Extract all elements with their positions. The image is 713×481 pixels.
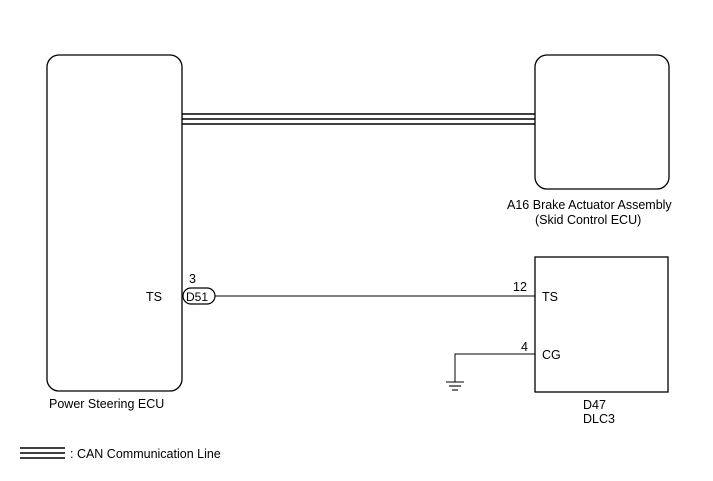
dlc3-pin4-number: 4: [521, 340, 528, 354]
dlc3-pin12-name: TS: [542, 290, 558, 304]
cg-ground-wire: [454, 353, 535, 382]
ecu-pin-ts-label: TS: [146, 290, 162, 304]
legend-can-line-icon: [20, 447, 65, 459]
brake-actuator-name: Brake Actuator Assembly: [532, 198, 672, 212]
brake-actuator-code: A16: [507, 198, 530, 212]
power-steering-ecu-box: [46, 54, 183, 392]
d51-connector-label: D51: [186, 290, 209, 304]
power-steering-ecu-label: Power Steering ECU: [49, 397, 165, 411]
brake-actuator-box: [534, 54, 670, 190]
legend-text: : CAN Communication Line: [70, 447, 221, 461]
dlc3-name-label: DLC3: [583, 412, 615, 426]
ground-icon: [446, 381, 464, 391]
dlc3-pin12-number: 12: [513, 280, 527, 294]
brake-actuator-title: A16 Brake Actuator Assembly: [507, 198, 672, 212]
brake-actuator-subname: (Skid Control ECU): [535, 213, 642, 227]
ecu-pin-number: 3: [189, 272, 196, 286]
dlc3-pin4-name: CG: [542, 348, 561, 362]
dlc3-box: [534, 256, 669, 393]
dlc3-code-label: D47: [583, 398, 606, 412]
can-communication-line: [182, 113, 535, 125]
